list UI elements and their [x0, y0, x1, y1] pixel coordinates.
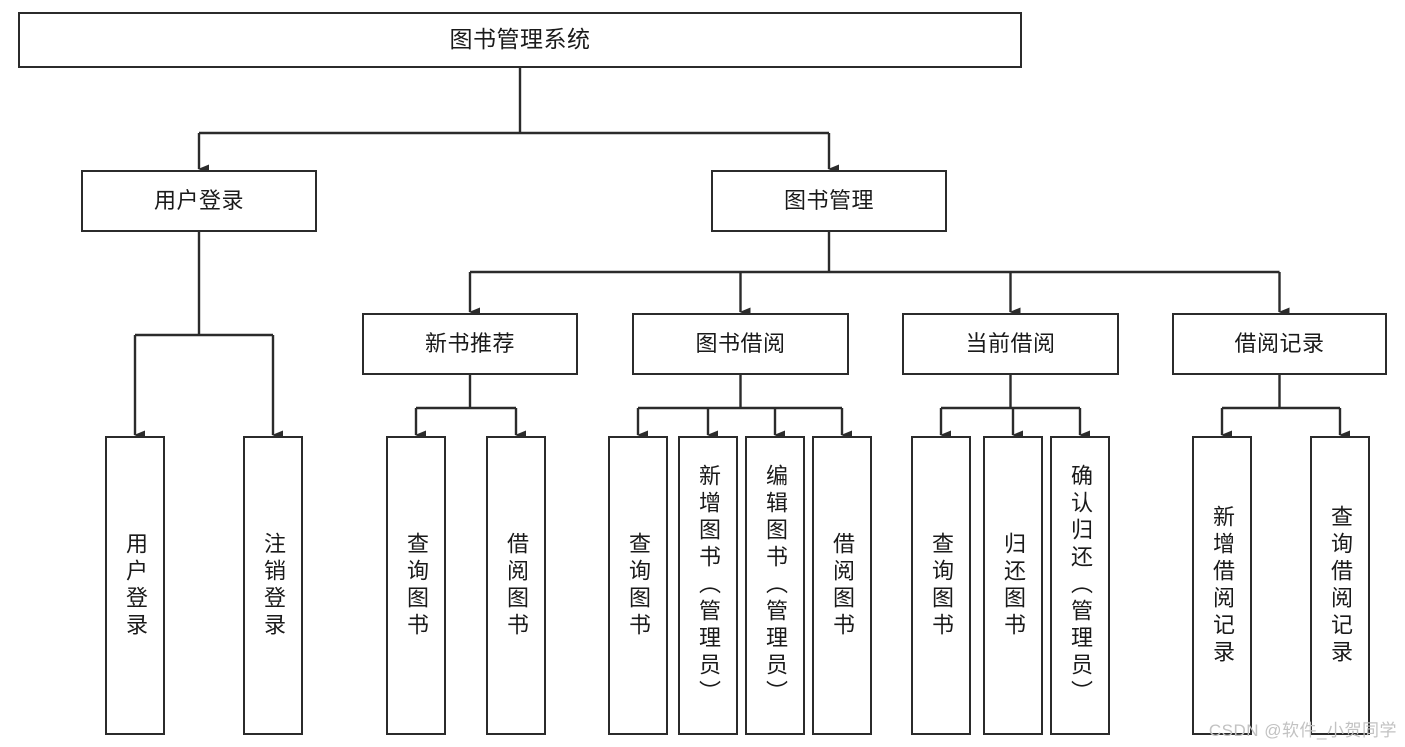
node-label: 查询借阅记录 — [1328, 504, 1353, 667]
node-record[interactable]: 借阅记录 — [1172, 313, 1387, 375]
node-newbook[interactable]: 新书推荐 — [362, 313, 578, 375]
node-label: 图书管理系统 — [449, 26, 591, 53]
node-label: 确认归还（管理员） — [1068, 464, 1093, 707]
watermark-text: CSDN @软件_小贺同学 — [1208, 721, 1397, 740]
node-leaf-9[interactable]: 查询图书 — [911, 436, 971, 735]
node-leaf-2[interactable]: 注销登录 — [243, 436, 303, 735]
node-label: 新增借阅记录 — [1210, 504, 1235, 667]
node-label: 编辑图书（管理员） — [763, 464, 788, 707]
node-leaf-4[interactable]: 借阅图书 — [486, 436, 546, 735]
node-leaf-6[interactable]: 新增图书（管理员） — [678, 436, 738, 735]
node-leaf-1[interactable]: 用户登录 — [105, 436, 165, 735]
node-label: 查询图书 — [929, 531, 954, 640]
node-leaf-11[interactable]: 确认归还（管理员） — [1050, 436, 1110, 735]
node-bookmgmt[interactable]: 图书管理 — [711, 170, 947, 232]
node-label: 当前借阅 — [965, 330, 1056, 356]
node-borrow[interactable]: 图书借阅 — [632, 313, 849, 375]
node-leaf-13[interactable]: 查询借阅记录 — [1310, 436, 1370, 735]
edge-group — [133, 68, 1350, 440]
node-current[interactable]: 当前借阅 — [902, 313, 1119, 375]
node-label: 图书管理 — [783, 187, 874, 213]
node-label: 用户登录 — [123, 531, 148, 640]
node-label: 注销登录 — [261, 531, 286, 640]
node-label: 借阅记录 — [1234, 330, 1325, 356]
node-label: 用户登录 — [153, 187, 244, 213]
node-label: 查询图书 — [404, 531, 429, 640]
node-leaf-8[interactable]: 借阅图书 — [812, 436, 872, 735]
node-root[interactable]: 图书管理系统 — [18, 12, 1022, 68]
node-label: 图书借阅 — [695, 330, 786, 356]
node-login[interactable]: 用户登录 — [81, 170, 317, 232]
node-leaf-5[interactable]: 查询图书 — [608, 436, 668, 735]
node-label: 新书推荐 — [424, 330, 515, 356]
node-leaf-12[interactable]: 新增借阅记录 — [1192, 436, 1252, 735]
node-label: 借阅图书 — [830, 531, 855, 640]
node-leaf-10[interactable]: 归还图书 — [983, 436, 1043, 735]
node-label: 借阅图书 — [504, 531, 529, 640]
node-leaf-3[interactable]: 查询图书 — [386, 436, 446, 735]
node-leaf-7[interactable]: 编辑图书（管理员） — [745, 436, 805, 735]
node-label: 归还图书 — [1001, 531, 1026, 640]
node-label: 新增图书（管理员） — [696, 464, 721, 707]
node-label: 查询图书 — [626, 531, 651, 640]
